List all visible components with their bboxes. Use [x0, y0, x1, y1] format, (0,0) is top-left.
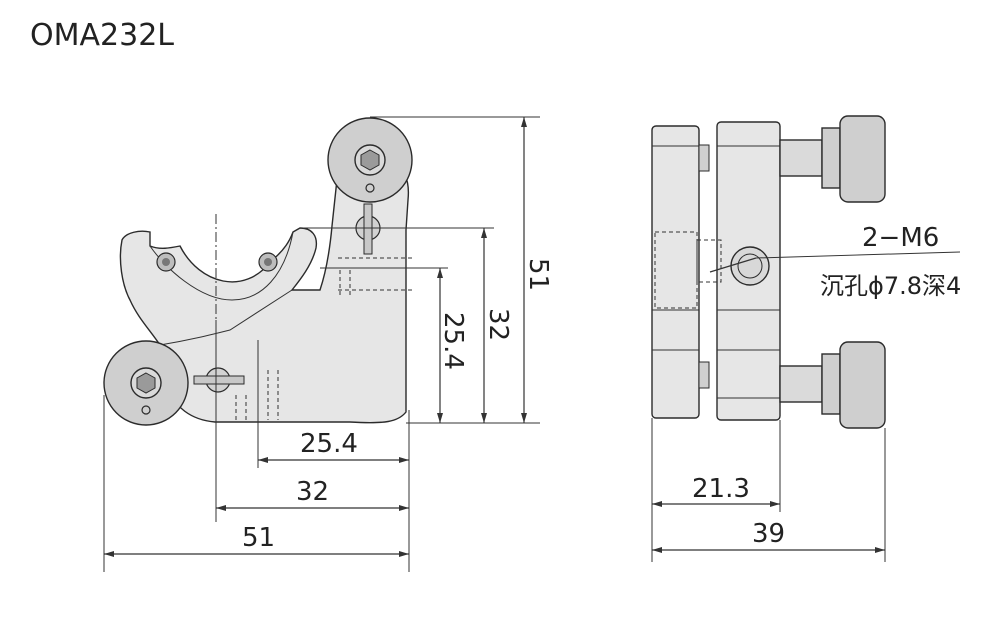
dim-21-3: 21.3 [692, 474, 750, 504]
page-title: OMA232L [30, 18, 174, 53]
adjuster-knob-top [821, 127, 841, 189]
dim-51-h: 51 [242, 523, 275, 553]
dim-32-v: 32 [483, 308, 513, 341]
dim-25-4-h: 25.4 [300, 429, 358, 459]
hex-socket-icon [136, 372, 156, 394]
thread-note: 2−M6 [862, 223, 939, 253]
dim-32-h: 32 [296, 477, 329, 507]
front-plate [651, 125, 700, 419]
side-view: 2−M6 沉孔ϕ7.8深4 21.3 39 [651, 115, 961, 562]
dim-39: 39 [752, 519, 785, 549]
counterbore-note: 沉孔ϕ7.8深4 [820, 272, 961, 300]
hex-socket-icon [360, 149, 380, 171]
m6-hole [730, 246, 770, 286]
dim-25-4-v: 25.4 [438, 312, 468, 370]
front-view: 25.4 32 51 25.4 32 51 [103, 116, 553, 572]
adjuster-knob-bottom [821, 353, 841, 415]
dim-51-v: 51 [523, 258, 553, 291]
